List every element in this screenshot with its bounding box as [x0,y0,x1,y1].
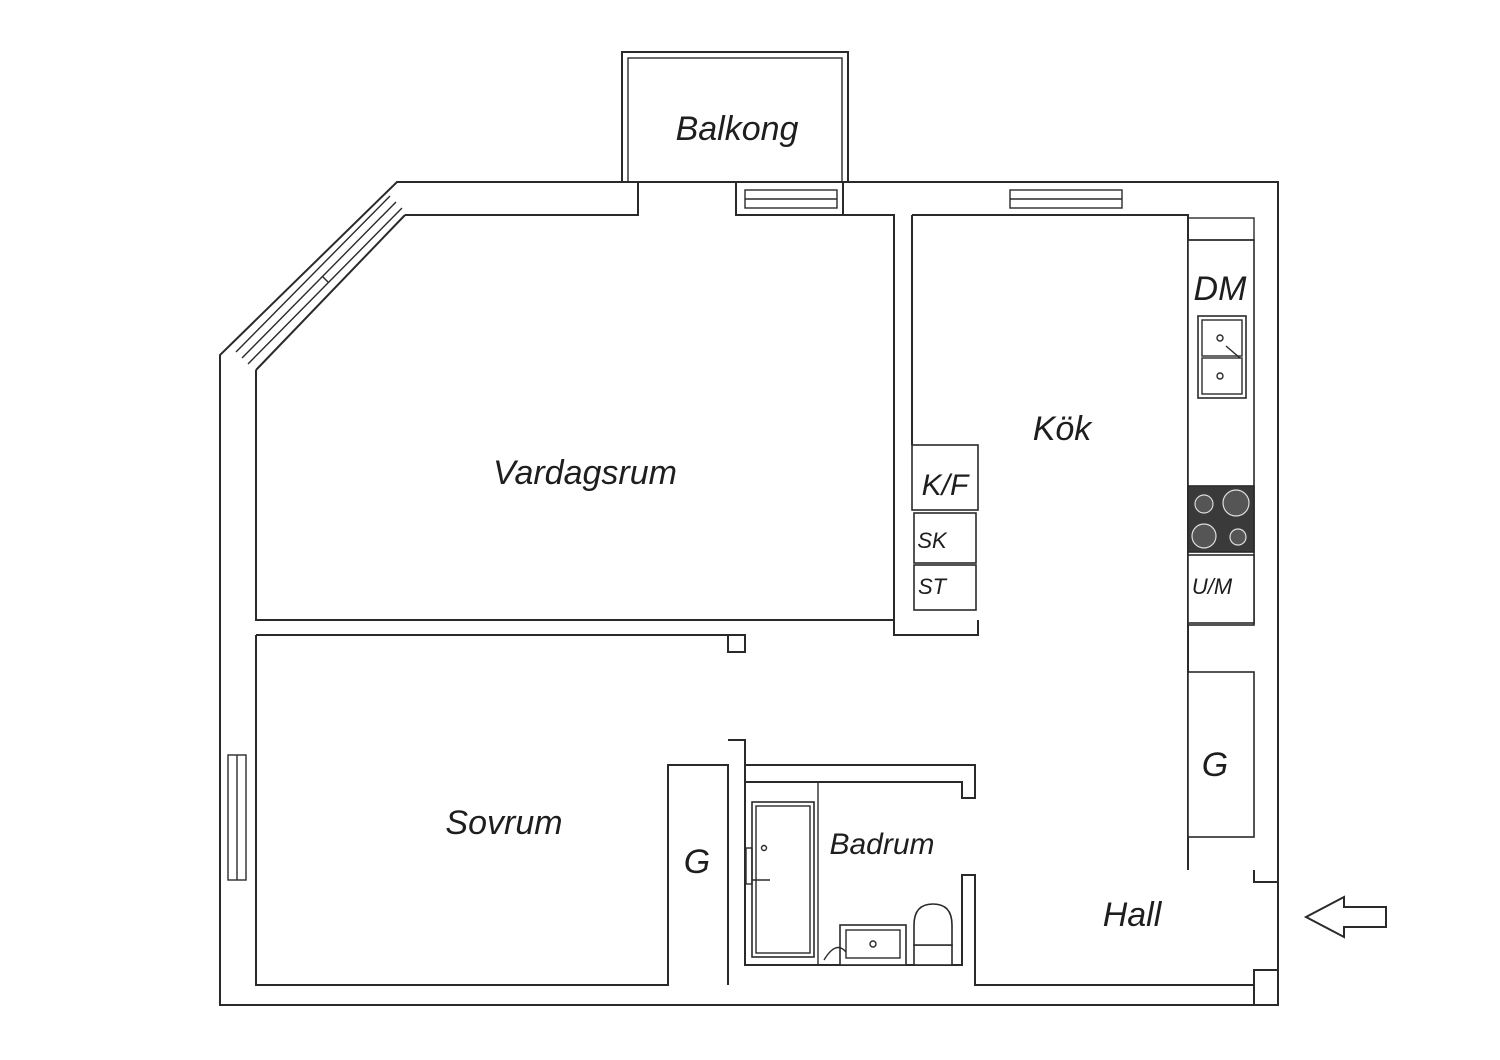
bedroom-wardrobe-label: G [684,843,710,881]
kitchen-label: Kök [1033,410,1094,448]
hall-wardrobe-label: G [1202,746,1228,784]
interior-walls [255,215,1254,986]
cabinet-st-label: ST [918,574,948,599]
bedroom-label: Sovrum [445,804,562,842]
shower [745,801,815,958]
washbasin [823,924,907,966]
window-kitchen-top [1009,189,1123,216]
hall-label: Hall [1103,896,1163,934]
balcony-label: Balkong [676,110,799,148]
fridge-freezer-label: K/F [922,469,970,502]
window-bedroom-left [227,754,247,881]
stove [1187,485,1255,553]
oven-microwave-label: U/M [1192,574,1233,599]
toilet [913,903,953,966]
sink [1197,315,1247,399]
dishwasher-label: DM [1194,270,1248,308]
living-room-label: Vardagsrum [493,454,677,492]
cabinet-sk-label: SK [917,528,948,553]
kitchen-counter-right [1187,217,1255,626]
window-diagonal [235,195,403,365]
hall-wardrobe [1187,640,1255,838]
window-living-top [744,189,838,209]
outer-walls [219,181,1279,1006]
entrance-arrow-icon [1303,895,1387,939]
bathroom-fixtures [745,782,953,966]
kitchen-tall-units [911,444,979,611]
bathroom-label: Badrum [829,828,934,861]
